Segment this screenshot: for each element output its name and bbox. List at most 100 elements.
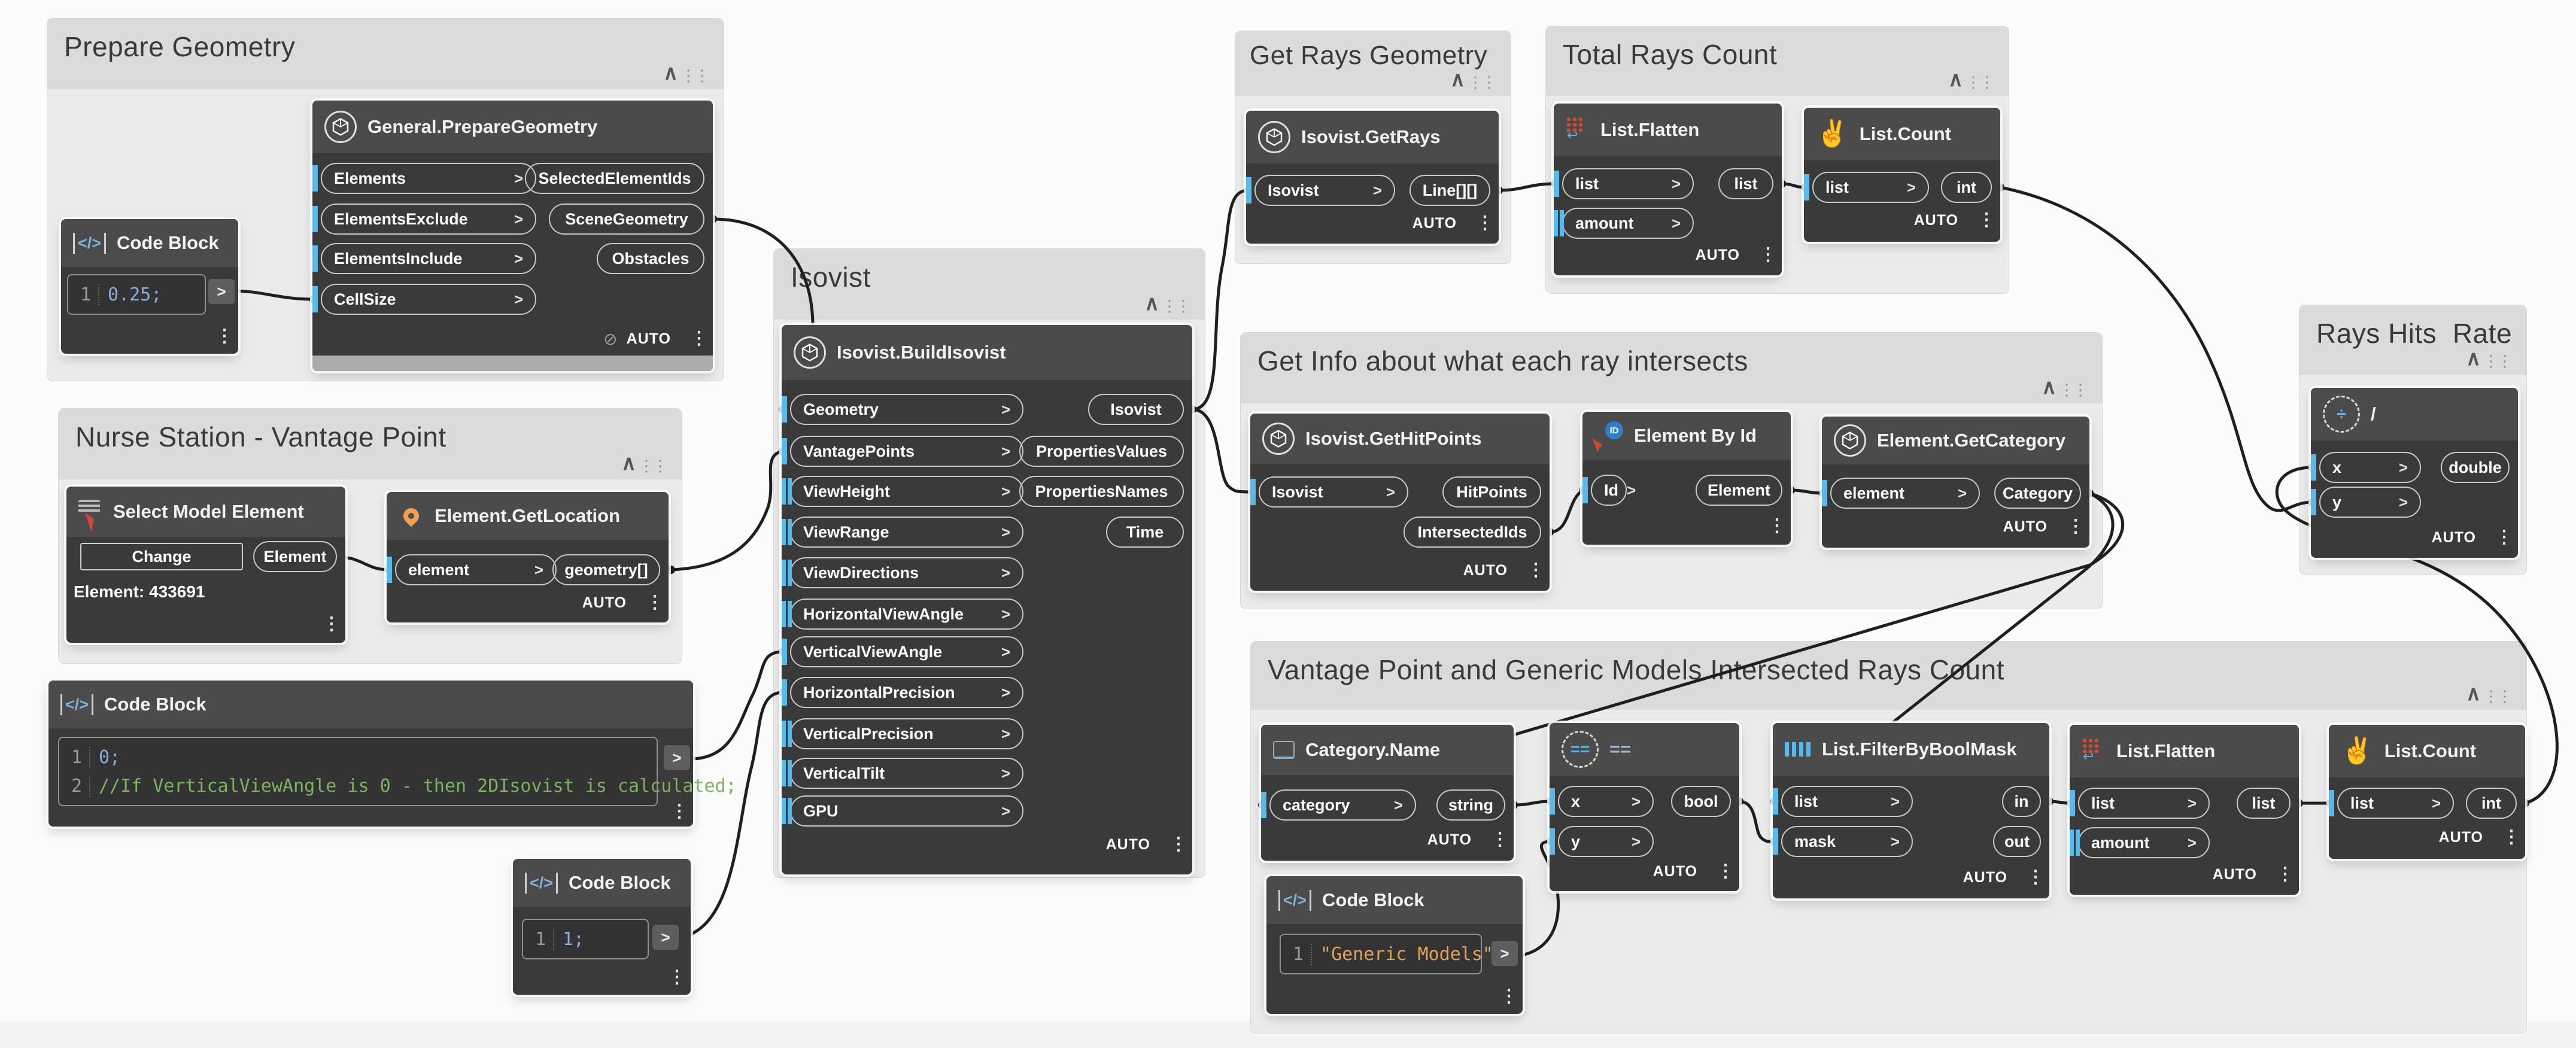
input-port-elements[interactable]: Elements <box>312 163 536 194</box>
input-port-list[interactable]: list <box>1804 172 1929 203</box>
node-equals[interactable]: == == x y bool AUTO <box>1550 723 1739 891</box>
node-category-name[interactable]: Category.Name category string AUTO <box>1261 725 1514 861</box>
node-code-block-generic-models[interactable]: Code Block 1"Generic Models"; <box>1266 876 1523 1014</box>
input-port-elementsexclude[interactable]: ElementsExclude <box>312 203 536 235</box>
node-menu-icon[interactable] <box>1476 214 1489 232</box>
input-port-verticalprecision[interactable]: VerticalPrecision <box>782 718 1023 749</box>
input-port-y[interactable]: y <box>2311 487 2421 518</box>
wire-cellsize[interactable] <box>230 289 315 301</box>
code-line[interactable]: 0; <box>99 746 121 768</box>
input-port-verticalviewangle[interactable]: VerticalViewAngle <box>782 636 1023 667</box>
lacing-mode[interactable]: AUTO <box>1652 862 1697 880</box>
input-port-amount[interactable]: amount <box>1554 208 1694 239</box>
input-port-y[interactable]: y <box>1550 826 1654 857</box>
node-element-getcategory[interactable]: Element.GetCategory element Category AUT… <box>1822 417 2089 548</box>
node-element-by-id[interactable]: ID Element By Id Id Element <box>1582 412 1791 545</box>
lacing-mode[interactable]: AUTO <box>1105 836 1150 853</box>
node-menu-icon[interactable] <box>1527 561 1540 579</box>
wire-hitscount-to-divide-x[interactable] <box>2275 466 2559 805</box>
node-isovist-buildisovist[interactable]: Isovist.BuildIsovist Geometry VantagePoi… <box>782 325 1192 874</box>
output-port-int[interactable]: int <box>1941 172 1992 203</box>
input-port-horizontalviewangle[interactable]: HorizontalViewAngle <box>782 599 1023 630</box>
group-header[interactable]: Rays Hits Rate <box>2299 305 2526 375</box>
output-port-propertiesvalues[interactable]: PropertiesValues <box>1019 436 1184 467</box>
output-port-propertiesnames[interactable]: PropertiesNames <box>1019 476 1184 507</box>
input-port-vantagepoints[interactable]: VantagePoints <box>782 436 1023 467</box>
node-menu-icon[interactable] <box>1169 836 1183 853</box>
node-code-block-verticalviewangle[interactable]: Code Block 10; 2//If VerticalViewAngle i… <box>48 681 737 827</box>
lacing-mode[interactable]: AUTO <box>2438 828 2483 846</box>
node-menu-icon[interactable] <box>1500 988 1513 1006</box>
output-port-double[interactable]: double <box>2441 452 2510 483</box>
lacing-mode[interactable]: AUTO <box>2212 865 2257 883</box>
lacing-mode[interactable]: AUTO <box>2431 528 2476 546</box>
lacing-mode[interactable]: AUTO <box>1963 868 2007 886</box>
output-port-bool[interactable]: bool <box>1671 786 1731 817</box>
code-line[interactable]: "Generic Models"; <box>1320 943 1505 965</box>
group-header[interactable]: Get Info about what each ray intersects <box>1241 333 2102 403</box>
input-port-element[interactable]: element <box>1822 478 1980 509</box>
input-port-verticaltilt[interactable]: VerticalTilt <box>782 758 1023 789</box>
output-pin[interactable] <box>208 279 235 304</box>
wire-intersectedids-to-id[interactable] <box>1548 488 1585 534</box>
input-port-list[interactable]: list <box>2329 788 2454 819</box>
output-port-geometry[interactable]: geometry[] <box>552 554 660 585</box>
lacing-mode[interactable]: AUTO <box>1695 246 1740 263</box>
node-list-count-bottom[interactable]: List.Count list int AUTO <box>2329 725 2525 859</box>
node-list-flatten-top[interactable]: List.Flatten list amount list AUTO <box>1554 104 1782 275</box>
change-button[interactable]: Change <box>80 543 243 570</box>
node-menu-icon[interactable] <box>646 594 659 612</box>
input-port-x[interactable]: x <box>1550 786 1654 817</box>
input-port-isovist[interactable]: Isovist <box>1250 476 1408 508</box>
node-menu-icon[interactable] <box>215 327 229 345</box>
wire-element-to-getlocation[interactable] <box>338 555 391 572</box>
input-port-viewdirections[interactable]: ViewDirections <box>782 557 1023 588</box>
node-list-flatten-bottom[interactable]: List.Flatten list amount list AUTO <box>2070 725 2299 895</box>
group-header[interactable]: Isovist <box>774 249 1205 320</box>
wire-lines-to-flatten[interactable] <box>1497 182 1557 192</box>
output-port-hitpoints[interactable]: HitPoints <box>1442 476 1541 508</box>
node-menu-icon[interactable] <box>2502 828 2516 846</box>
output-port-list[interactable]: list <box>2237 788 2291 819</box>
wire-geometry-to-vantagepoints[interactable] <box>669 449 785 572</box>
node-menu-icon[interactable] <box>1759 246 1772 264</box>
wire-totalcount-to-divide-y[interactable] <box>1998 186 2314 512</box>
output-port-in[interactable]: in <box>2002 786 2041 817</box>
lacing-mode[interactable]: AUTO <box>2003 518 2048 535</box>
input-port-amount[interactable]: amount <box>2070 827 2210 858</box>
node-code-block-one[interactable]: Code Block 11; <box>513 859 691 995</box>
code-line[interactable]: 0.25; <box>108 284 162 305</box>
input-port-cellsize[interactable]: CellSize <box>312 284 536 315</box>
input-port-horizontalprecision[interactable]: HorizontalPrecision <box>782 677 1023 708</box>
group-header[interactable]: Get Rays Geometry <box>1235 31 1511 96</box>
node-menu-icon[interactable] <box>1768 517 1781 535</box>
node-menu-icon[interactable] <box>668 968 681 986</box>
wire-isovist-to-getrays[interactable] <box>1190 189 1250 411</box>
input-port-id[interactable]: Id <box>1582 475 1627 506</box>
node-menu-icon[interactable] <box>1977 211 1991 229</box>
node-menu-icon[interactable] <box>2276 865 2289 883</box>
node-menu-icon[interactable] <box>1717 862 1730 880</box>
node-element-getlocation[interactable]: Element.GetLocation element geometry[] A… <box>387 492 669 622</box>
code-editor[interactable]: 1"Generic Models"; <box>1280 934 1504 974</box>
node-list-filterbyboolmask[interactable]: List.FilterByBoolMask list mask in out A… <box>1773 723 2049 898</box>
node-menu-icon[interactable] <box>2067 518 2080 536</box>
input-port-mask[interactable]: mask <box>1773 826 1913 857</box>
output-port-category[interactable]: Category <box>1994 478 2081 509</box>
output-port-lines[interactable]: Line[][] <box>1409 175 1490 206</box>
output-port-selectedelementids[interactable]: SelectedElementIds <box>525 163 704 194</box>
node-menu-icon[interactable] <box>1491 831 1504 849</box>
input-port-geometry[interactable]: Geometry <box>782 394 1023 425</box>
node-divide[interactable]: ÷ / x y double AUTO <box>2311 388 2518 558</box>
output-port-element[interactable]: Element <box>253 541 337 572</box>
group-header[interactable]: Nurse Station - Vantage Point <box>59 409 682 479</box>
wire-isovist-to-gethitpoints[interactable] <box>1190 408 1254 494</box>
input-port-element[interactable]: element <box>387 554 557 585</box>
group-header[interactable]: Total Rays Count <box>1546 26 2009 96</box>
output-pin[interactable] <box>1491 941 1518 966</box>
group-header[interactable]: Prepare Geometry <box>47 19 724 89</box>
node-menu-icon[interactable] <box>690 330 703 348</box>
group-header[interactable]: Vantage Point and Generic Models Interse… <box>1251 642 2526 710</box>
output-pin[interactable] <box>664 745 690 770</box>
